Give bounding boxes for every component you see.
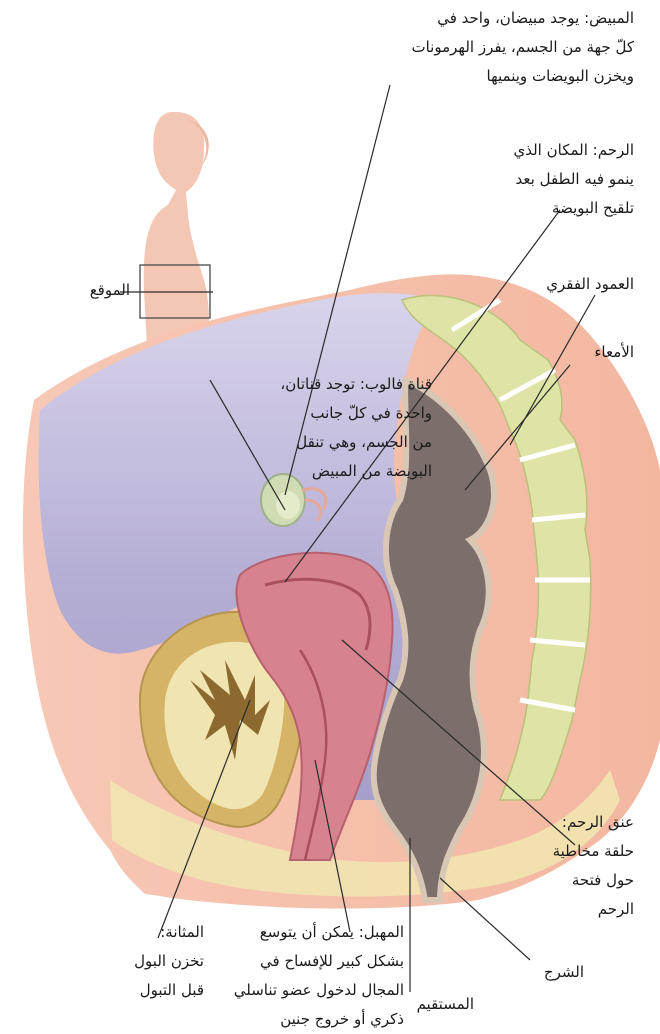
label-fallopian-tube: قناة فالوب: توجد قناتان، واحدة في كلّ جا… (280, 370, 432, 486)
label-uterus: الرحم: المكان الذي ينمو فيه الطفل بعد تل… (514, 136, 635, 223)
label-intestines: الأمعاء (594, 338, 634, 367)
label-location: الموقع (90, 276, 130, 305)
label-anus: الشرج (544, 958, 584, 987)
label-vagina: المهبل: يمكن أن يتوسع بشكل كبير للإفساح … (234, 918, 404, 1034)
label-spine: العمود الفقري (546, 270, 634, 299)
label-rectum: المستقيم (417, 990, 474, 1019)
label-ovary: المبيض: يوجد مبيضان، واحد في كلّ جهة من … (411, 4, 634, 91)
label-bladder: المثانة: تخزن البول قبل التبول (134, 918, 204, 1005)
label-cervix: عنق الرحم: حلقة مخاطية حول فتحة الرحم (553, 808, 634, 924)
